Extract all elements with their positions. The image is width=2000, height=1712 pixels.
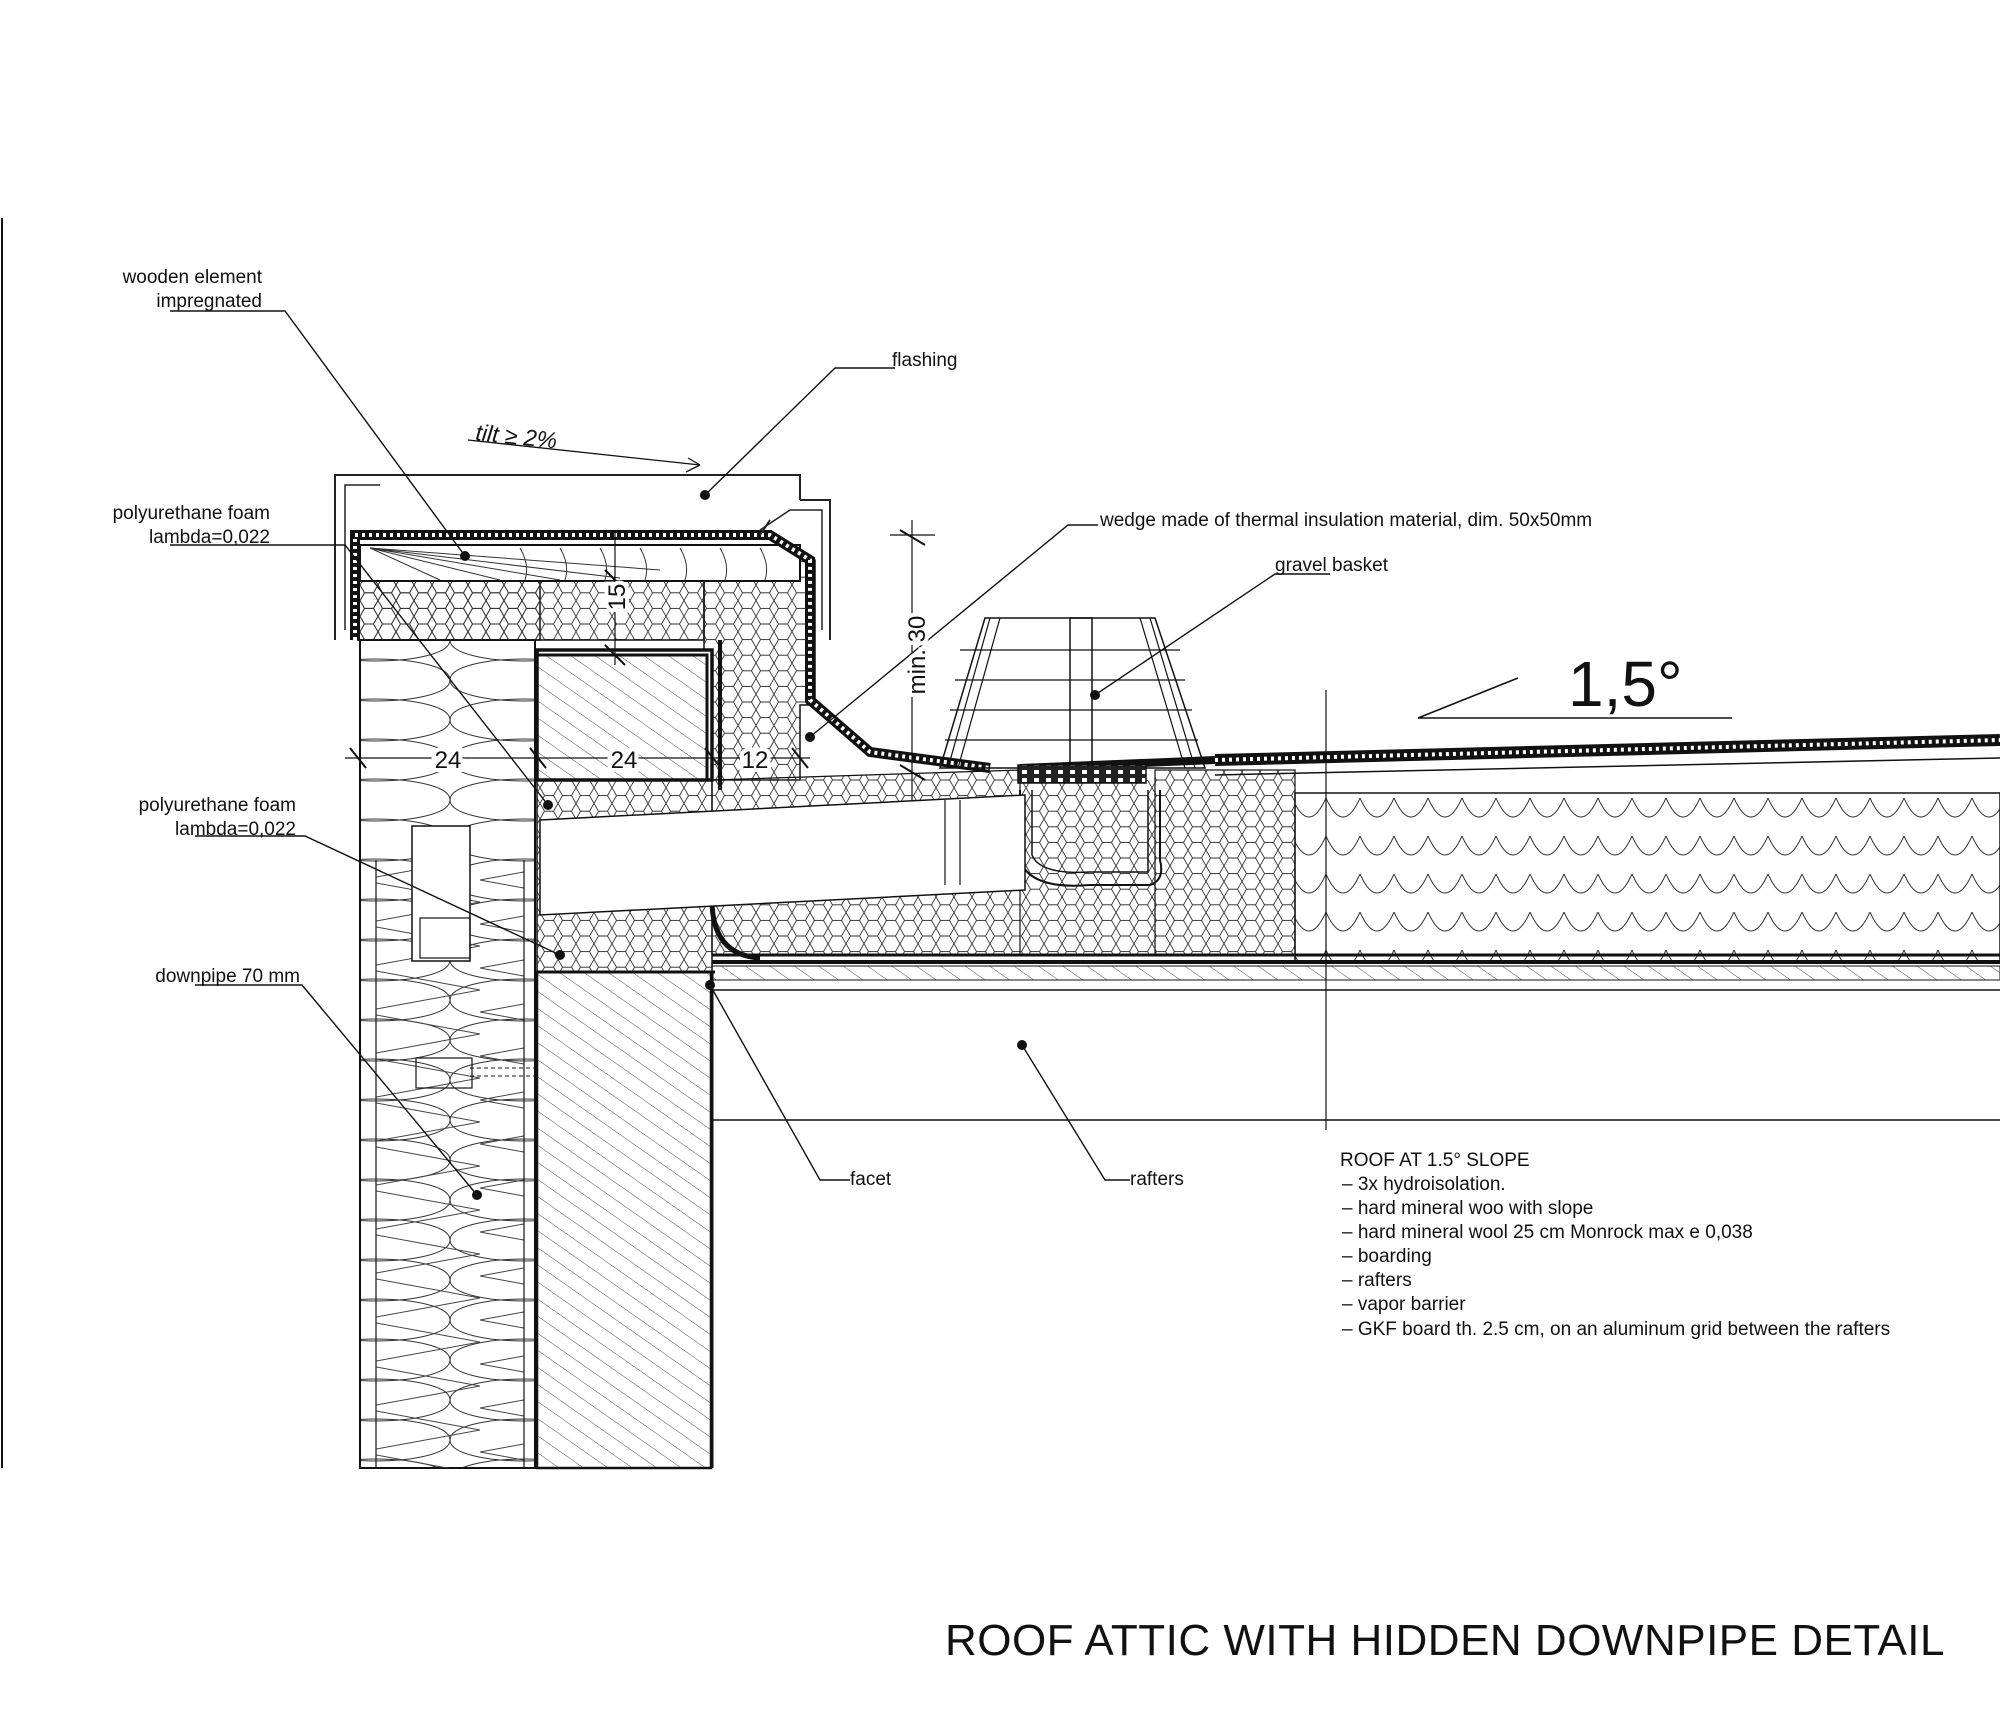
leader-lines	[170, 310, 1330, 1196]
tilt-arrow	[467, 439, 701, 473]
label-wooden-element-1: wooden element	[122, 267, 263, 288]
roof-spec-layer: – hard mineral woo with slope	[1342, 1198, 1593, 1219]
drawing-title: ROOF ATTIC WITH HIDDEN DOWNPIPE DETAIL	[945, 1616, 1945, 1665]
dim-15: 15	[604, 584, 631, 611]
label-gravel-basket: gravel basket	[1275, 555, 1389, 576]
label-pu-foam-top-2: lambda=0,022	[149, 527, 270, 548]
label-pu-foam-mid-2: lambda=0,022	[175, 819, 296, 840]
dim-min-30: min. 30	[904, 616, 931, 695]
label-flashing: flashing	[892, 350, 958, 371]
label-tilt: tilt ≥ 2%	[474, 419, 558, 453]
leader-dots	[460, 490, 1100, 1200]
slope-symbol	[1417, 677, 1732, 719]
dim-24-left: 24	[435, 747, 462, 774]
parapet	[334, 474, 991, 790]
roof-spec-notes: ROOF AT 1.5° SLOPE – 3x hydroisolation. …	[1340, 1150, 1890, 1340]
dimension-lines	[345, 520, 935, 800]
downpipe	[411, 825, 536, 1089]
roof-spec-layer: – vapor barrier	[1342, 1294, 1466, 1315]
roof-spec-layer: – hard mineral wool 25 cm Monrock max e …	[1342, 1222, 1753, 1243]
dim-12: 12	[742, 747, 769, 774]
label-rafters: rafters	[1130, 1169, 1184, 1190]
roof-spec-layer: – rafters	[1342, 1270, 1412, 1291]
roof-spec-layer: – GKF board th. 2.5 cm, on an aluminum g…	[1342, 1319, 1890, 1340]
label-wooden-element-2: impregnated	[156, 291, 262, 312]
gravel-basket	[539, 617, 1207, 916]
dim-24-mid: 24	[611, 747, 638, 774]
label-facet: facet	[850, 1169, 892, 1190]
roof-spec-heading: ROOF AT 1.5° SLOPE	[1340, 1150, 1530, 1171]
roof-spec-layer: – boarding	[1342, 1246, 1432, 1267]
label-slope-angle: 1,5°	[1568, 648, 1683, 720]
roof-spec-layer: – 3x hydroisolation.	[1342, 1174, 1506, 1195]
label-downpipe: downpipe 70 mm	[155, 966, 300, 987]
label-wedge: wedge made of thermal insulation materia…	[1099, 510, 1592, 531]
label-pu-foam-mid-1: polyurethane foam	[139, 795, 296, 816]
label-pu-foam-top-1: polyurethane foam	[113, 503, 270, 524]
